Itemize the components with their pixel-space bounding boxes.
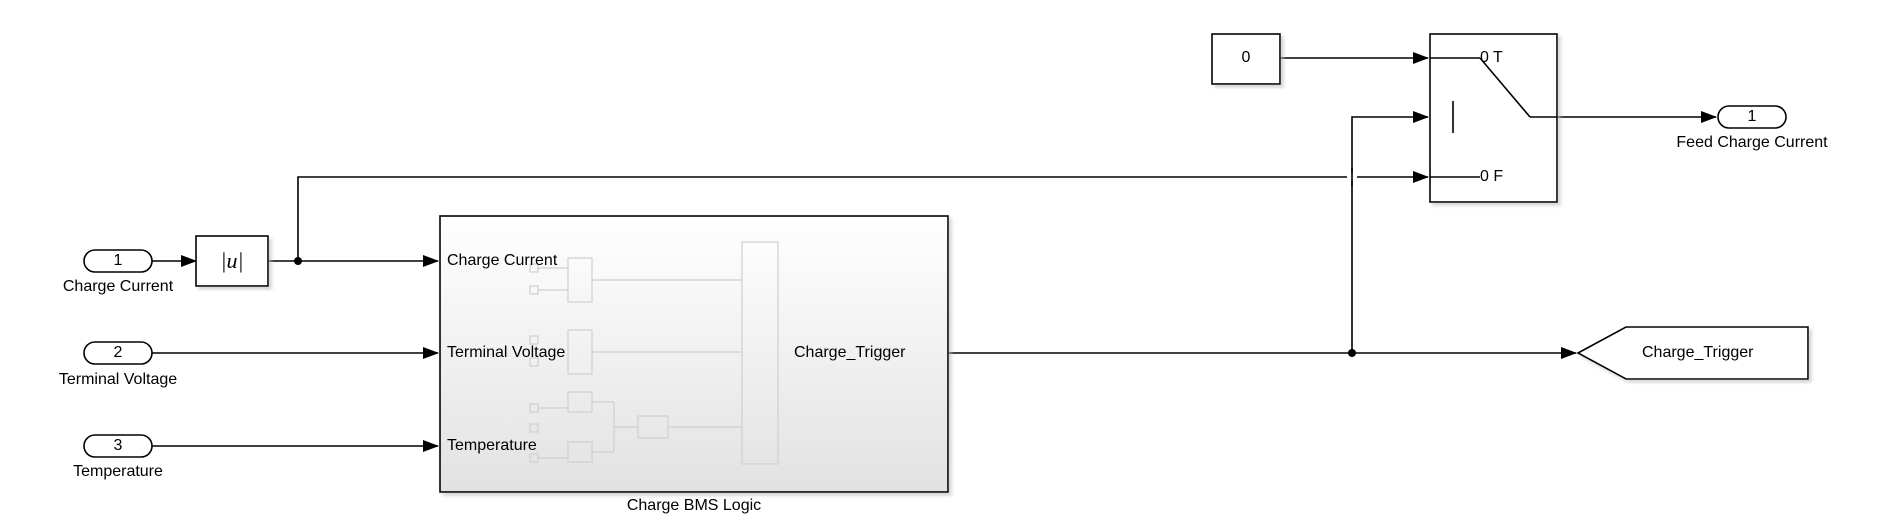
- inport-2[interactable]: [83, 341, 153, 365]
- abs-block[interactable]: [195, 235, 269, 287]
- subsystem-preview: [529, 241, 779, 465]
- subsystem-output-charge-trigger: Charge_Trigger: [794, 344, 906, 361]
- goto-tag-label: Charge_Trigger: [1642, 344, 1754, 361]
- line-abs-to-switch-false[interactable]: [297, 171, 1429, 261]
- charge-bms-logic-subsystem[interactable]: [439, 215, 949, 493]
- constant-value: 0: [1241, 49, 1251, 66]
- subsystem-input-terminal-voltage: Terminal Voltage: [447, 344, 566, 361]
- switch-true-port-label: 0 T: [1480, 49, 1503, 66]
- branch-point-abs: [294, 257, 302, 265]
- outport-1-number: 1: [1747, 108, 1757, 125]
- inport-3-label: Temperature: [73, 463, 163, 480]
- inport-2-label: Terminal Voltage: [58, 371, 178, 388]
- inport-1-label: Charge Current: [62, 278, 174, 295]
- switch-false-port-label: 0 F: [1480, 168, 1504, 185]
- inport-2-number: 2: [113, 344, 123, 361]
- outport-1[interactable]: [1717, 105, 1787, 129]
- switch-icon: [1430, 57, 1557, 178]
- subsystem-input-temperature: Temperature: [447, 437, 537, 454]
- line-trigger-to-switch-control[interactable]: [1351, 111, 1429, 353]
- subsystem-input-charge-current: Charge Current: [447, 252, 558, 269]
- branch-point-trigger: [1348, 349, 1356, 357]
- inport-3-number: 3: [113, 437, 123, 454]
- signal-lines: [152, 52, 1717, 452]
- constant-block[interactable]: [1211, 33, 1281, 85]
- abs-symbol: |u|: [220, 248, 244, 273]
- inport-1-number: 1: [113, 252, 123, 269]
- outport-1-label: Feed Charge Current: [1676, 134, 1828, 151]
- inport-3[interactable]: [83, 434, 153, 458]
- subsystem-name: Charge BMS Logic: [626, 497, 762, 514]
- switch-block[interactable]: [1429, 33, 1558, 203]
- goto-tag-block[interactable]: [1576, 326, 1809, 380]
- inport-1[interactable]: [83, 249, 153, 273]
